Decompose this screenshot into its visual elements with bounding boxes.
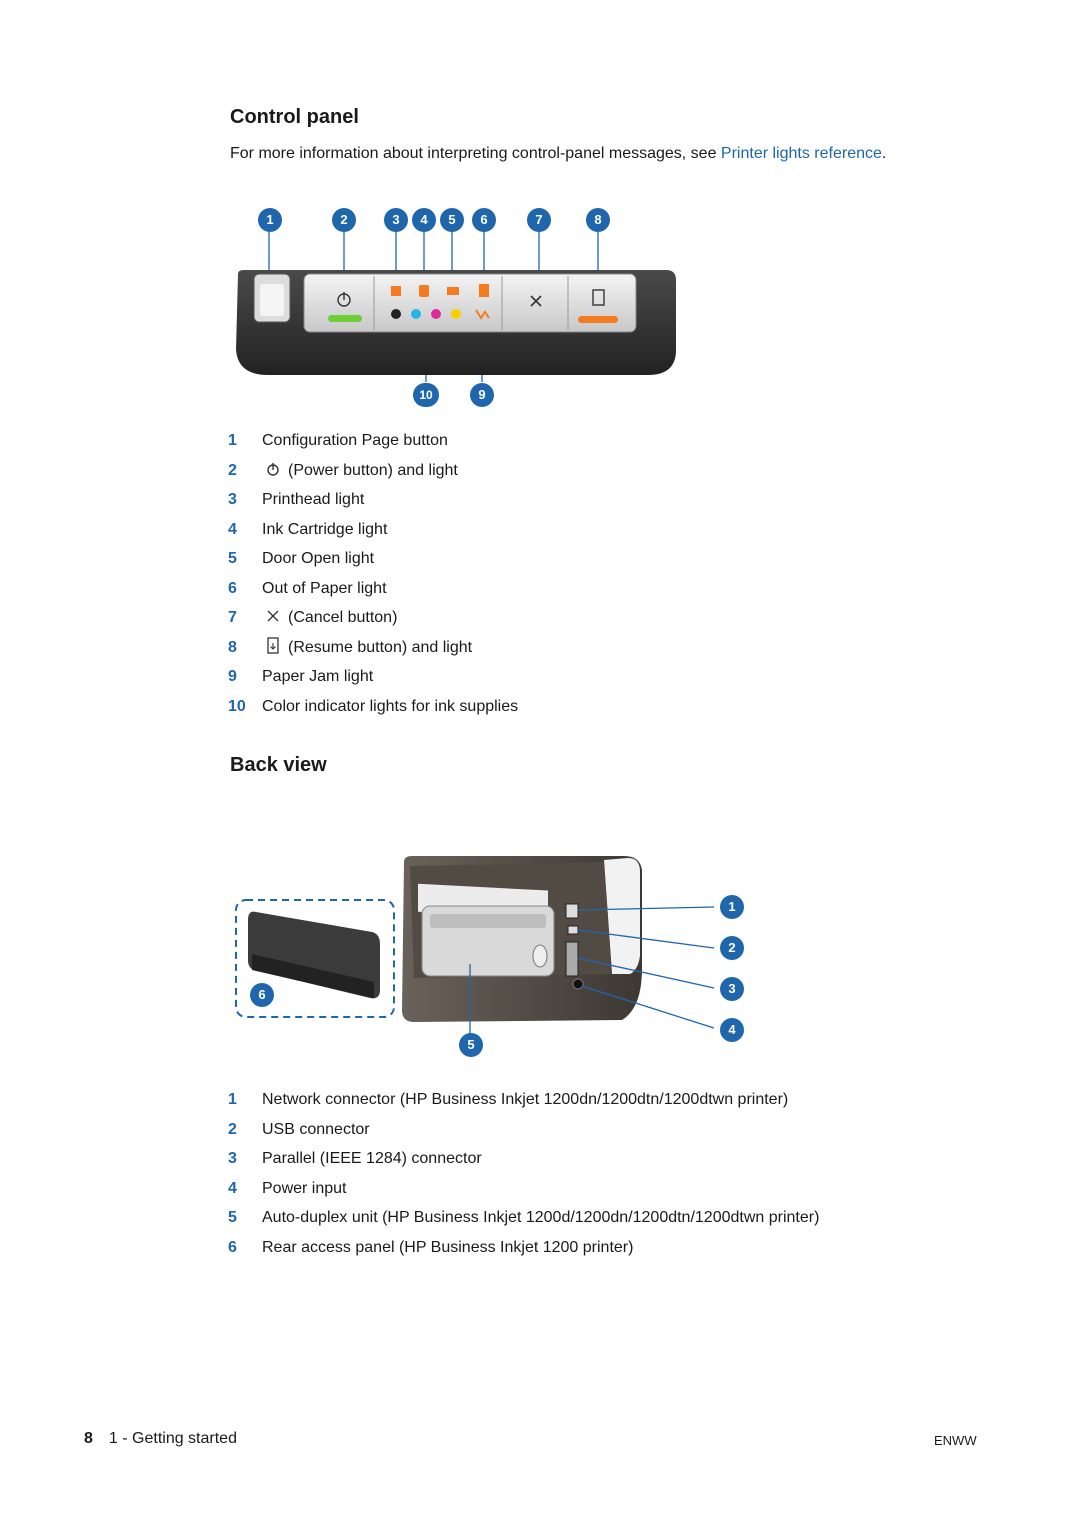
footer-locale: ENWW <box>934 1433 977 1448</box>
printer-lights-reference-link[interactable]: Printer lights reference <box>720 145 882 162</box>
callout-3: 3 <box>720 977 744 1001</box>
callout-2: 2 <box>720 936 744 960</box>
list-item: 8(Resume button) and light <box>228 636 473 656</box>
intro-paragraph: For more information about interpreting … <box>230 145 886 163</box>
callout-3: 3 <box>384 208 408 232</box>
callout-2: 2 <box>332 208 356 232</box>
list-item: 2(Power button) and light <box>228 460 458 479</box>
intro-end: . <box>881 145 887 162</box>
callout-5: 5 <box>459 1033 483 1057</box>
intro-text: For more information about interpreting … <box>230 145 721 162</box>
cancel-icon <box>262 607 284 625</box>
callout-5: 5 <box>440 208 464 232</box>
power-icon <box>262 460 284 478</box>
page-number: 8 <box>84 1430 93 1447</box>
resume-icon <box>262 636 284 655</box>
callout-6: 6 <box>250 983 274 1007</box>
callout-8: 8 <box>586 208 610 232</box>
callout-1: 1 <box>720 895 744 919</box>
control-panel-illustration <box>228 200 684 415</box>
section-name: 1 - Getting started <box>108 1430 237 1447</box>
page-footer: 8 1 - Getting started <box>84 1430 237 1448</box>
callout-4: 4 <box>412 208 436 232</box>
callout-7: 7 <box>527 208 551 232</box>
list-item: 7(Cancel button) <box>228 607 398 626</box>
control-panel-heading: Control panel <box>230 106 359 128</box>
callout-9: 9 <box>470 383 494 407</box>
callout-1: 1 <box>258 208 282 232</box>
callout-10: 10 <box>413 383 439 407</box>
back-view-illustration <box>232 850 752 1065</box>
back-view-heading: Back view <box>230 754 327 776</box>
callout-4: 4 <box>720 1018 744 1042</box>
callout-6: 6 <box>472 208 496 232</box>
